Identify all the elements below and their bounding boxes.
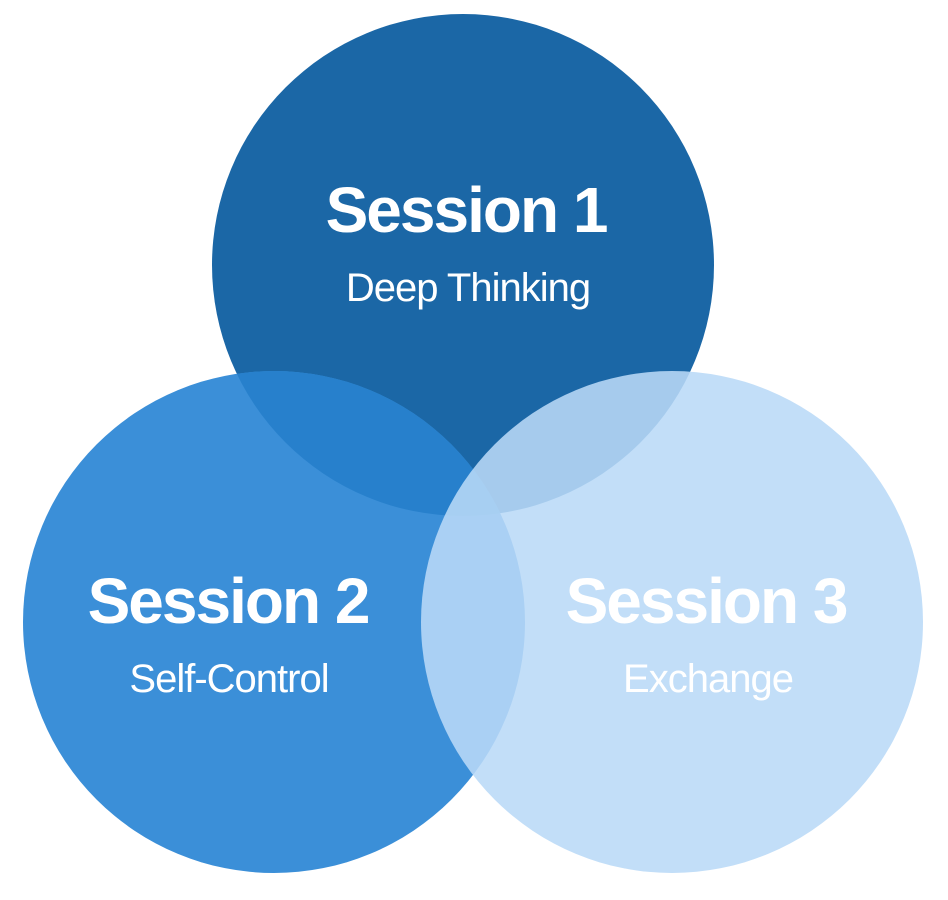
- session-1-subtitle: Deep Thinking: [346, 266, 590, 310]
- session-3-title: Session 3: [566, 565, 847, 637]
- session-3-circle: [421, 371, 923, 873]
- session-2-subtitle: Self-Control: [129, 657, 328, 701]
- session-1-2-overlap: [212, 371, 525, 516]
- session-2-title: Session 2: [88, 565, 369, 637]
- session-1-title: Session 1: [326, 174, 607, 246]
- session-2-label: Session 2 Self-Control: [88, 565, 371, 701]
- session-1-label: Session 1 Deep Thinking: [326, 174, 609, 310]
- session-3-label: Session 3 Exchange: [566, 565, 849, 701]
- session-3-subtitle: Exchange: [623, 657, 793, 701]
